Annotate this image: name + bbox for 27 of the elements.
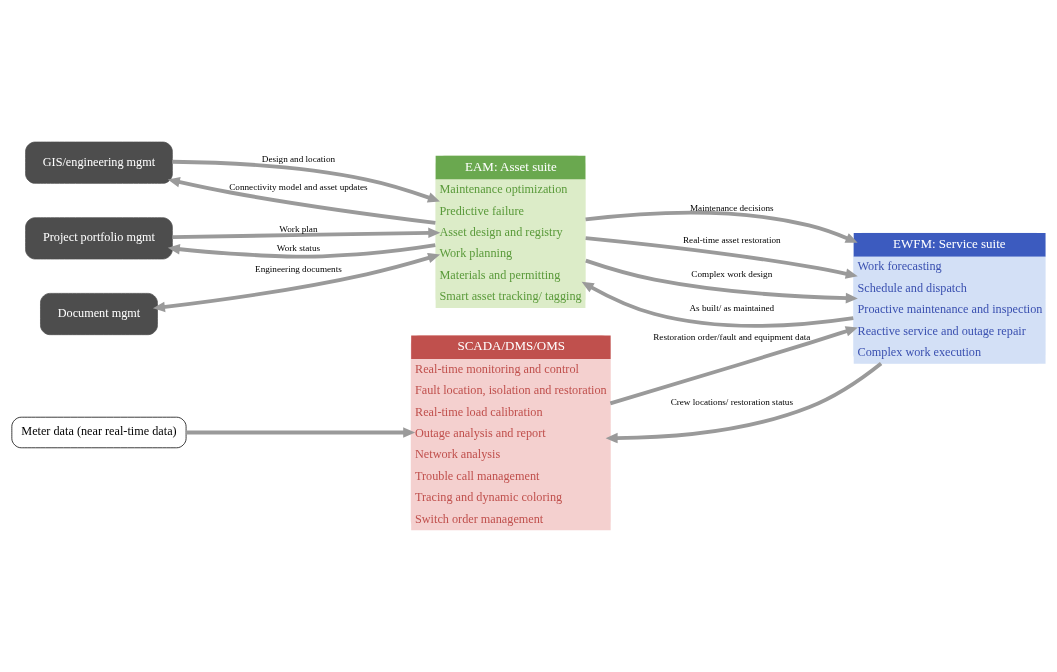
edge-label: As built/ as maintained — [689, 303, 775, 314]
arrow — [585, 210, 858, 243]
edge-label: Work status — [276, 243, 321, 254]
arrow — [581, 281, 854, 328]
node-box: GIS/engineering mgmt — [25, 141, 173, 184]
arrow — [152, 252, 441, 313]
arrow — [585, 236, 858, 279]
node-box: Document mgmt — [40, 293, 158, 336]
arrow — [172, 159, 440, 203]
arrow — [609, 326, 858, 406]
edge-label: Maintenance decisions — [689, 202, 774, 213]
arrow — [186, 427, 416, 438]
edge-label: Complex work design — [691, 269, 773, 280]
edge-label: Real-time asset restoration — [682, 235, 781, 246]
arrow — [585, 258, 858, 304]
arrow — [605, 361, 883, 444]
edge-label: Crew locations/ restoration status — [670, 396, 793, 407]
edge-label: Engineering documents — [255, 263, 342, 274]
edge-label: Connectivity model and asset updates — [229, 181, 368, 192]
edge-label: Restoration order/fault and equipment data — [653, 332, 811, 343]
node-box: Meter data (near real-time data) — [11, 416, 187, 449]
edge-label: Design and location — [261, 153, 336, 164]
edge-label: Work plan — [279, 223, 318, 234]
arrow — [167, 176, 436, 225]
arrow — [172, 227, 441, 240]
arrow — [167, 243, 436, 259]
node-box: Project portfolio mgmt — [25, 217, 173, 260]
